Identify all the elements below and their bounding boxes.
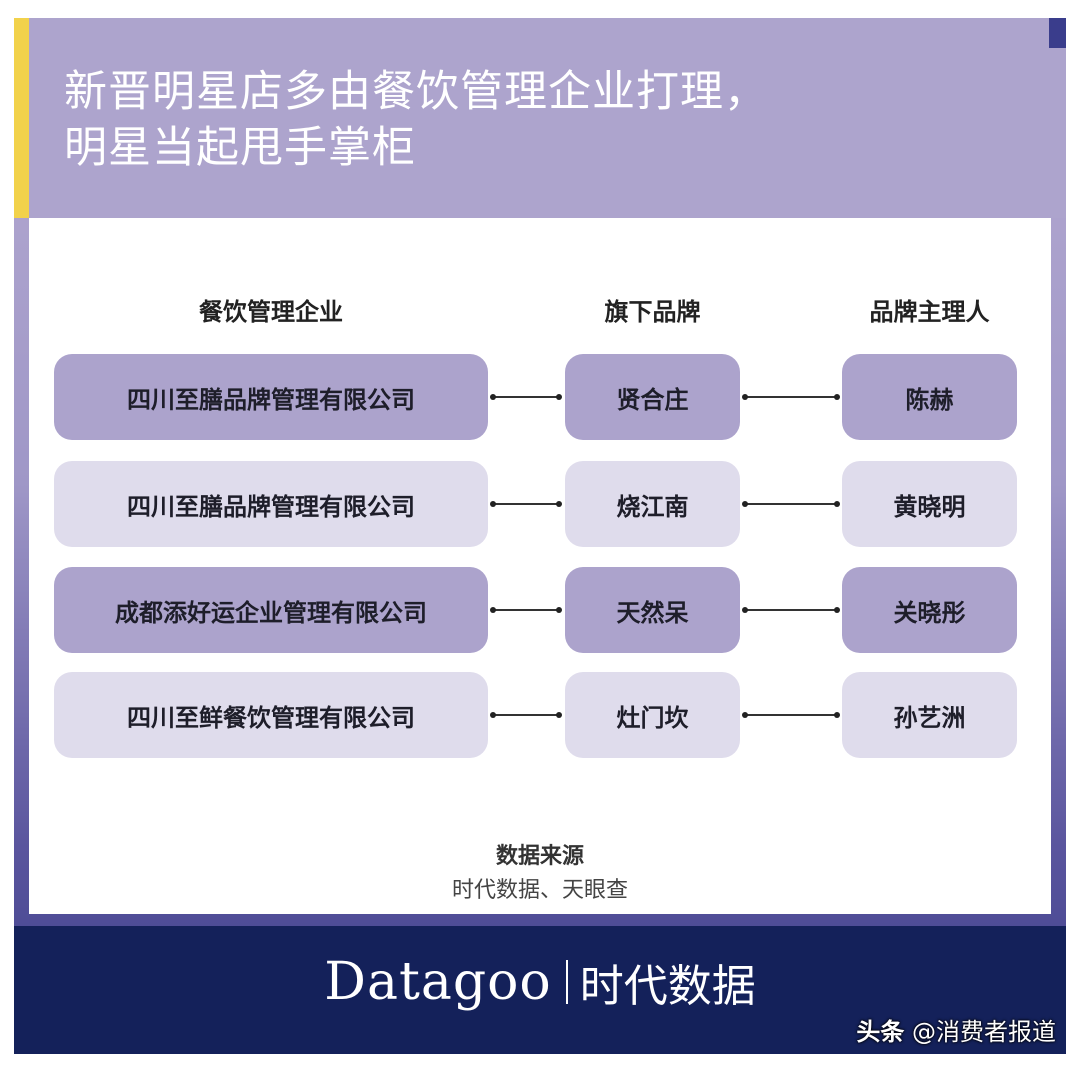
column-header-owner: 品牌主理人 <box>869 298 990 326</box>
owner-box: 关晓彤 <box>842 567 1017 653</box>
connector-company-brand <box>490 604 562 616</box>
connector-brand-owner <box>742 709 840 721</box>
owner-box: 黄晓明 <box>842 461 1017 547</box>
logo-divider <box>565 960 568 1004</box>
owner-box: 孙艺洲 <box>842 672 1017 758</box>
connector-brand-owner <box>742 604 840 616</box>
title-line-2: 明星当起甩手掌柜 <box>64 123 416 173</box>
title-line-1: 新晋明星店多由餐饮管理企业打理， <box>64 67 768 117</box>
logo-wordmark: Datagoo <box>324 952 552 1012</box>
accent-bar <box>14 18 29 218</box>
header-banner <box>14 18 1066 218</box>
logo-chinese: 时代数据 <box>579 961 756 1012</box>
footer-bar <box>14 926 1066 1054</box>
brand-box: 灶门坎 <box>565 672 740 758</box>
owner-box: 陈赫 <box>842 354 1017 440</box>
company-box: 四川至膳品牌管理有限公司 <box>54 461 488 547</box>
connector-company-brand <box>490 498 562 510</box>
datagoo-logo: Datagoo 时代数据 <box>0 950 1080 1014</box>
connector-brand-owner <box>742 498 840 510</box>
brand-box: 天然呆 <box>565 567 740 653</box>
source-text: 时代数据、天眼查 <box>451 878 628 903</box>
connector-company-brand <box>490 391 562 403</box>
watermark: 头条 @消费者报道 <box>856 1012 1056 1047</box>
source-title: 数据来源 <box>495 844 584 869</box>
brand-box: 贤合庄 <box>565 354 740 440</box>
watermark-handle: @消费者报道 <box>912 1018 1056 1046</box>
watermark-brand: 头条 <box>856 1018 905 1046</box>
column-header-company: 餐饮管理企业 <box>199 298 343 326</box>
company-box: 四川至膳品牌管理有限公司 <box>54 354 488 440</box>
company-box: 成都添好运企业管理有限公司 <box>54 567 488 653</box>
connector-company-brand <box>490 709 562 721</box>
content-panel <box>29 218 1051 914</box>
corner-mark <box>1049 18 1066 48</box>
brand-box: 烧江南 <box>565 461 740 547</box>
company-box: 四川至鲜餐饮管理有限公司 <box>54 672 488 758</box>
page-title: 新晋明星店多由餐饮管理企业打理， 明星当起甩手掌柜 <box>64 64 964 176</box>
column-header-brand: 旗下品牌 <box>604 298 701 326</box>
connector-brand-owner <box>742 391 840 403</box>
